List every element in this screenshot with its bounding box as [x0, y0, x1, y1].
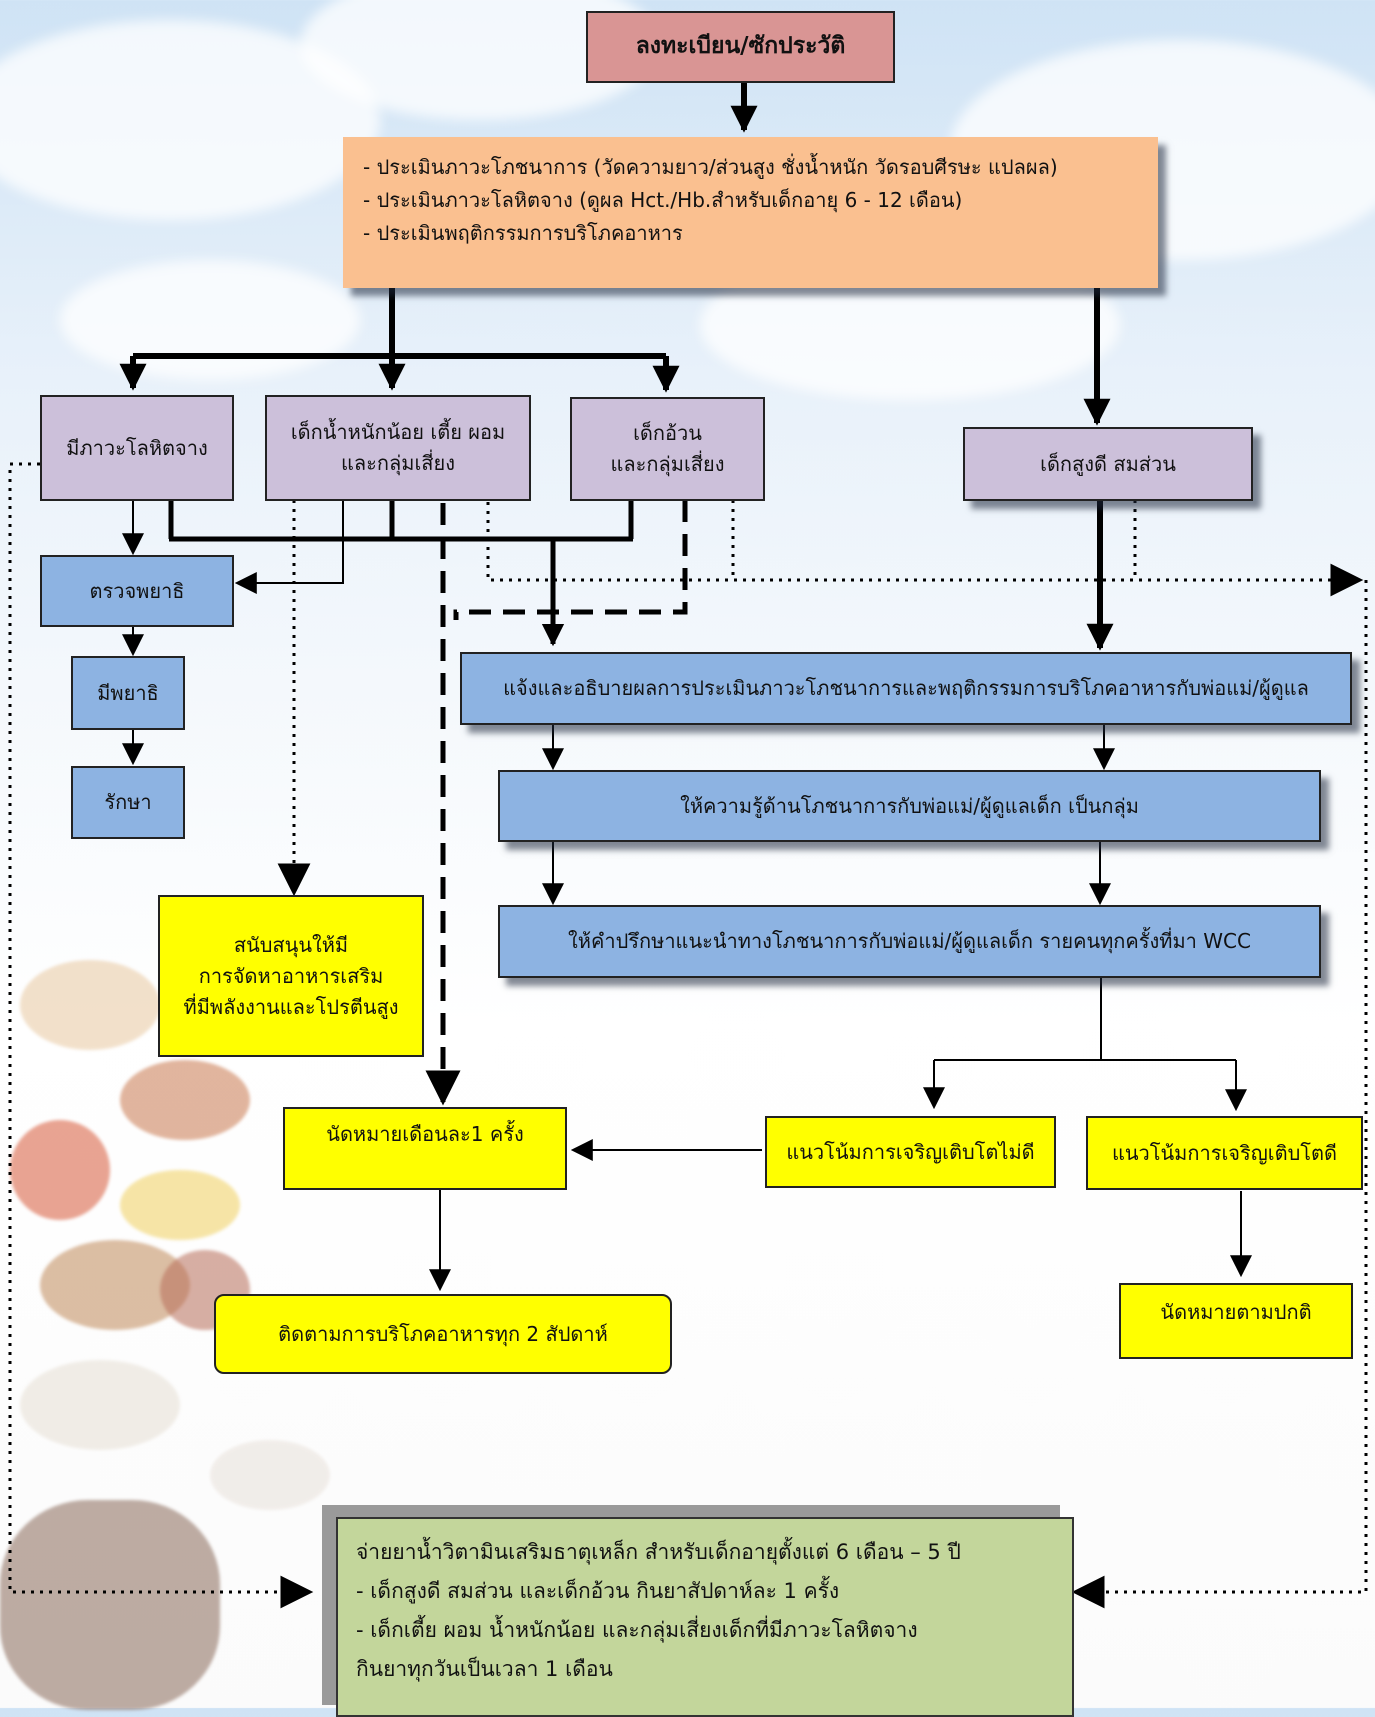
line-obese-dashed [453, 500, 688, 620]
obese-label: และกลุ่มเสี่ยง [610, 452, 725, 476]
group-education-node: ให้ความรู้ด้านโภชนาการกับพ่อแม่/ผู้ดูแลเ… [498, 770, 1321, 842]
has-disease-label: มีพยาธิ [97, 680, 159, 705]
treat-label: รักษา [104, 790, 152, 814]
background-food-image [10, 1120, 110, 1220]
individual-counseling-label: ให้คำปรึกษาแนะนำทางโภชนาการกับพ่อแม่/ผู้… [568, 929, 1251, 953]
supplement-food-node: สนับสนุนให้มี การจัดหาอาหารเสริม ที่มีพล… [158, 895, 424, 1057]
routine-appointment-label: นัดหมายตามปกติ [1160, 1300, 1312, 1324]
arrow-right-rail-to-iron [1071, 580, 1368, 1609]
check-disease-node: ตรวจพยาธิ [40, 555, 234, 627]
obese-label: เด็กอ้วน [633, 421, 702, 445]
explain-results-label: แจ้งและอธิบายผลการประเมินภาวะโภชนาการและ… [503, 676, 1309, 700]
assessment-line: - ประเมินภาวะโลหิตจาง (ดูผล Hct./Hb.สำหร… [363, 188, 963, 212]
growth-good-label: แนวโน้มการเจริญเติบโตดี [1111, 1140, 1338, 1165]
growth-bad-label: แนวโน้มการเจริญเติบโตไม่ดี [786, 1139, 1035, 1164]
assessment-line: - ประเมินพฤติกรรมการบริโภคอาหาร [363, 221, 683, 245]
arrow-anemia-to-iron [8, 462, 314, 1609]
group-education-label: ให้ความรู้ด้านโภชนาการกับพ่อแม่/ผู้ดูแลเ… [680, 793, 1139, 818]
underweight-node: เด็กน้ำหนักน้อย เตี้ย ผอม และกลุ่มเสี่ยง [265, 395, 531, 501]
routine-appointment-node: นัดหมายตามปกติ [1119, 1283, 1353, 1359]
register-label: ลงทะเบียน/ซักประวัติ [635, 33, 846, 60]
background-food-image [20, 1360, 180, 1450]
background-food-image [210, 1440, 330, 1510]
check-disease-label: ตรวจพยาธิ [89, 578, 185, 603]
background-food-image [0, 1500, 220, 1710]
individual-counseling-node: ให้คำปรึกษาแนะนำทางโภชนาการกับพ่อแม่/ผู้… [498, 905, 1321, 978]
normal-growth-node: เด็กสูงดี สมส่วน [963, 427, 1253, 501]
arrow-underweight-to-check [234, 500, 344, 594]
register-node: ลงทะเบียน/ซักประวัติ [586, 11, 895, 83]
iron-supplement-line: - เด็กสูงดี สมส่วน และเด็กอ้วน กินยาสัปด… [356, 1578, 840, 1603]
obese-node: เด็กอ้วน และกลุ่มเสี่ยง [570, 397, 765, 501]
assessment-line: - ประเมินภาวะโภชนาการ (วัดความยาว/ส่วนสู… [363, 155, 1058, 179]
supplement-food-label: การจัดหาอาหารเสริม [198, 963, 384, 988]
normal-growth-label: เด็กสูงดี สมส่วน [1040, 451, 1176, 476]
background-cloud [60, 260, 360, 380]
anemia-node: มีภาวะโลหิตจาง [40, 395, 234, 501]
growth-bad-node: แนวโน้มการเจริญเติบโตไม่ดี [765, 1116, 1056, 1188]
iron-supplement-node: จ่ายยาน้ำวิตามินเสริมธาตุเหล็ก สำหรับเด็… [336, 1517, 1074, 1717]
supplement-food-label: สนับสนุนให้มี [233, 932, 349, 957]
follow-up-label: ติดตามการบริโภคอาหารทุก 2 สัปดาห์ [278, 1321, 608, 1346]
follow-up-node: ติดตามการบริโภคอาหารทุก 2 สัปดาห์ [214, 1294, 672, 1374]
underweight-label: และกลุ่มเสี่ยง [341, 451, 455, 475]
iron-supplement-line: จ่ายยาน้ำวิตามินเสริมธาตุเหล็ก สำหรับเด็… [356, 1540, 961, 1564]
assessment-node: - ประเมินภาวะโภชนาการ (วัดความยาว/ส่วนสู… [343, 137, 1158, 288]
background-food-image [120, 1060, 250, 1140]
monthly-appointment-label: นัดหมายเดือนละ1 ครั้ง [326, 1122, 524, 1146]
iron-supplement-line: - เด็กเตี้ย ผอม น้ำหนักน้อย และกลุ่มเสี่… [356, 1617, 918, 1642]
anemia-label: มีภาวะโลหิตจาง [66, 435, 208, 460]
iron-supplement-line: กินยาทุกวันเป็นเวลา 1 เดือน [356, 1656, 613, 1681]
growth-good-node: แนวโน้มการเจริญเติบโตดี [1086, 1116, 1363, 1190]
arrow-to-right-rail [486, 502, 1364, 597]
underweight-label: เด็กน้ำหนักน้อย เตี้ย ผอม [290, 420, 506, 444]
monthly-appointment-node: นัดหมายเดือนละ1 ครั้ง [283, 1107, 567, 1190]
background-food-image [20, 960, 160, 1050]
background-food-image [120, 1170, 240, 1240]
has-disease-node: มีพยาธิ [71, 656, 185, 730]
treat-node: รักษา [71, 766, 185, 839]
supplement-food-label: ที่มีพลังงานและโปรตีนสูง [183, 994, 399, 1019]
explain-results-node: แจ้งและอธิบายผลการประเมินภาวะโภชนาการและ… [460, 652, 1352, 725]
